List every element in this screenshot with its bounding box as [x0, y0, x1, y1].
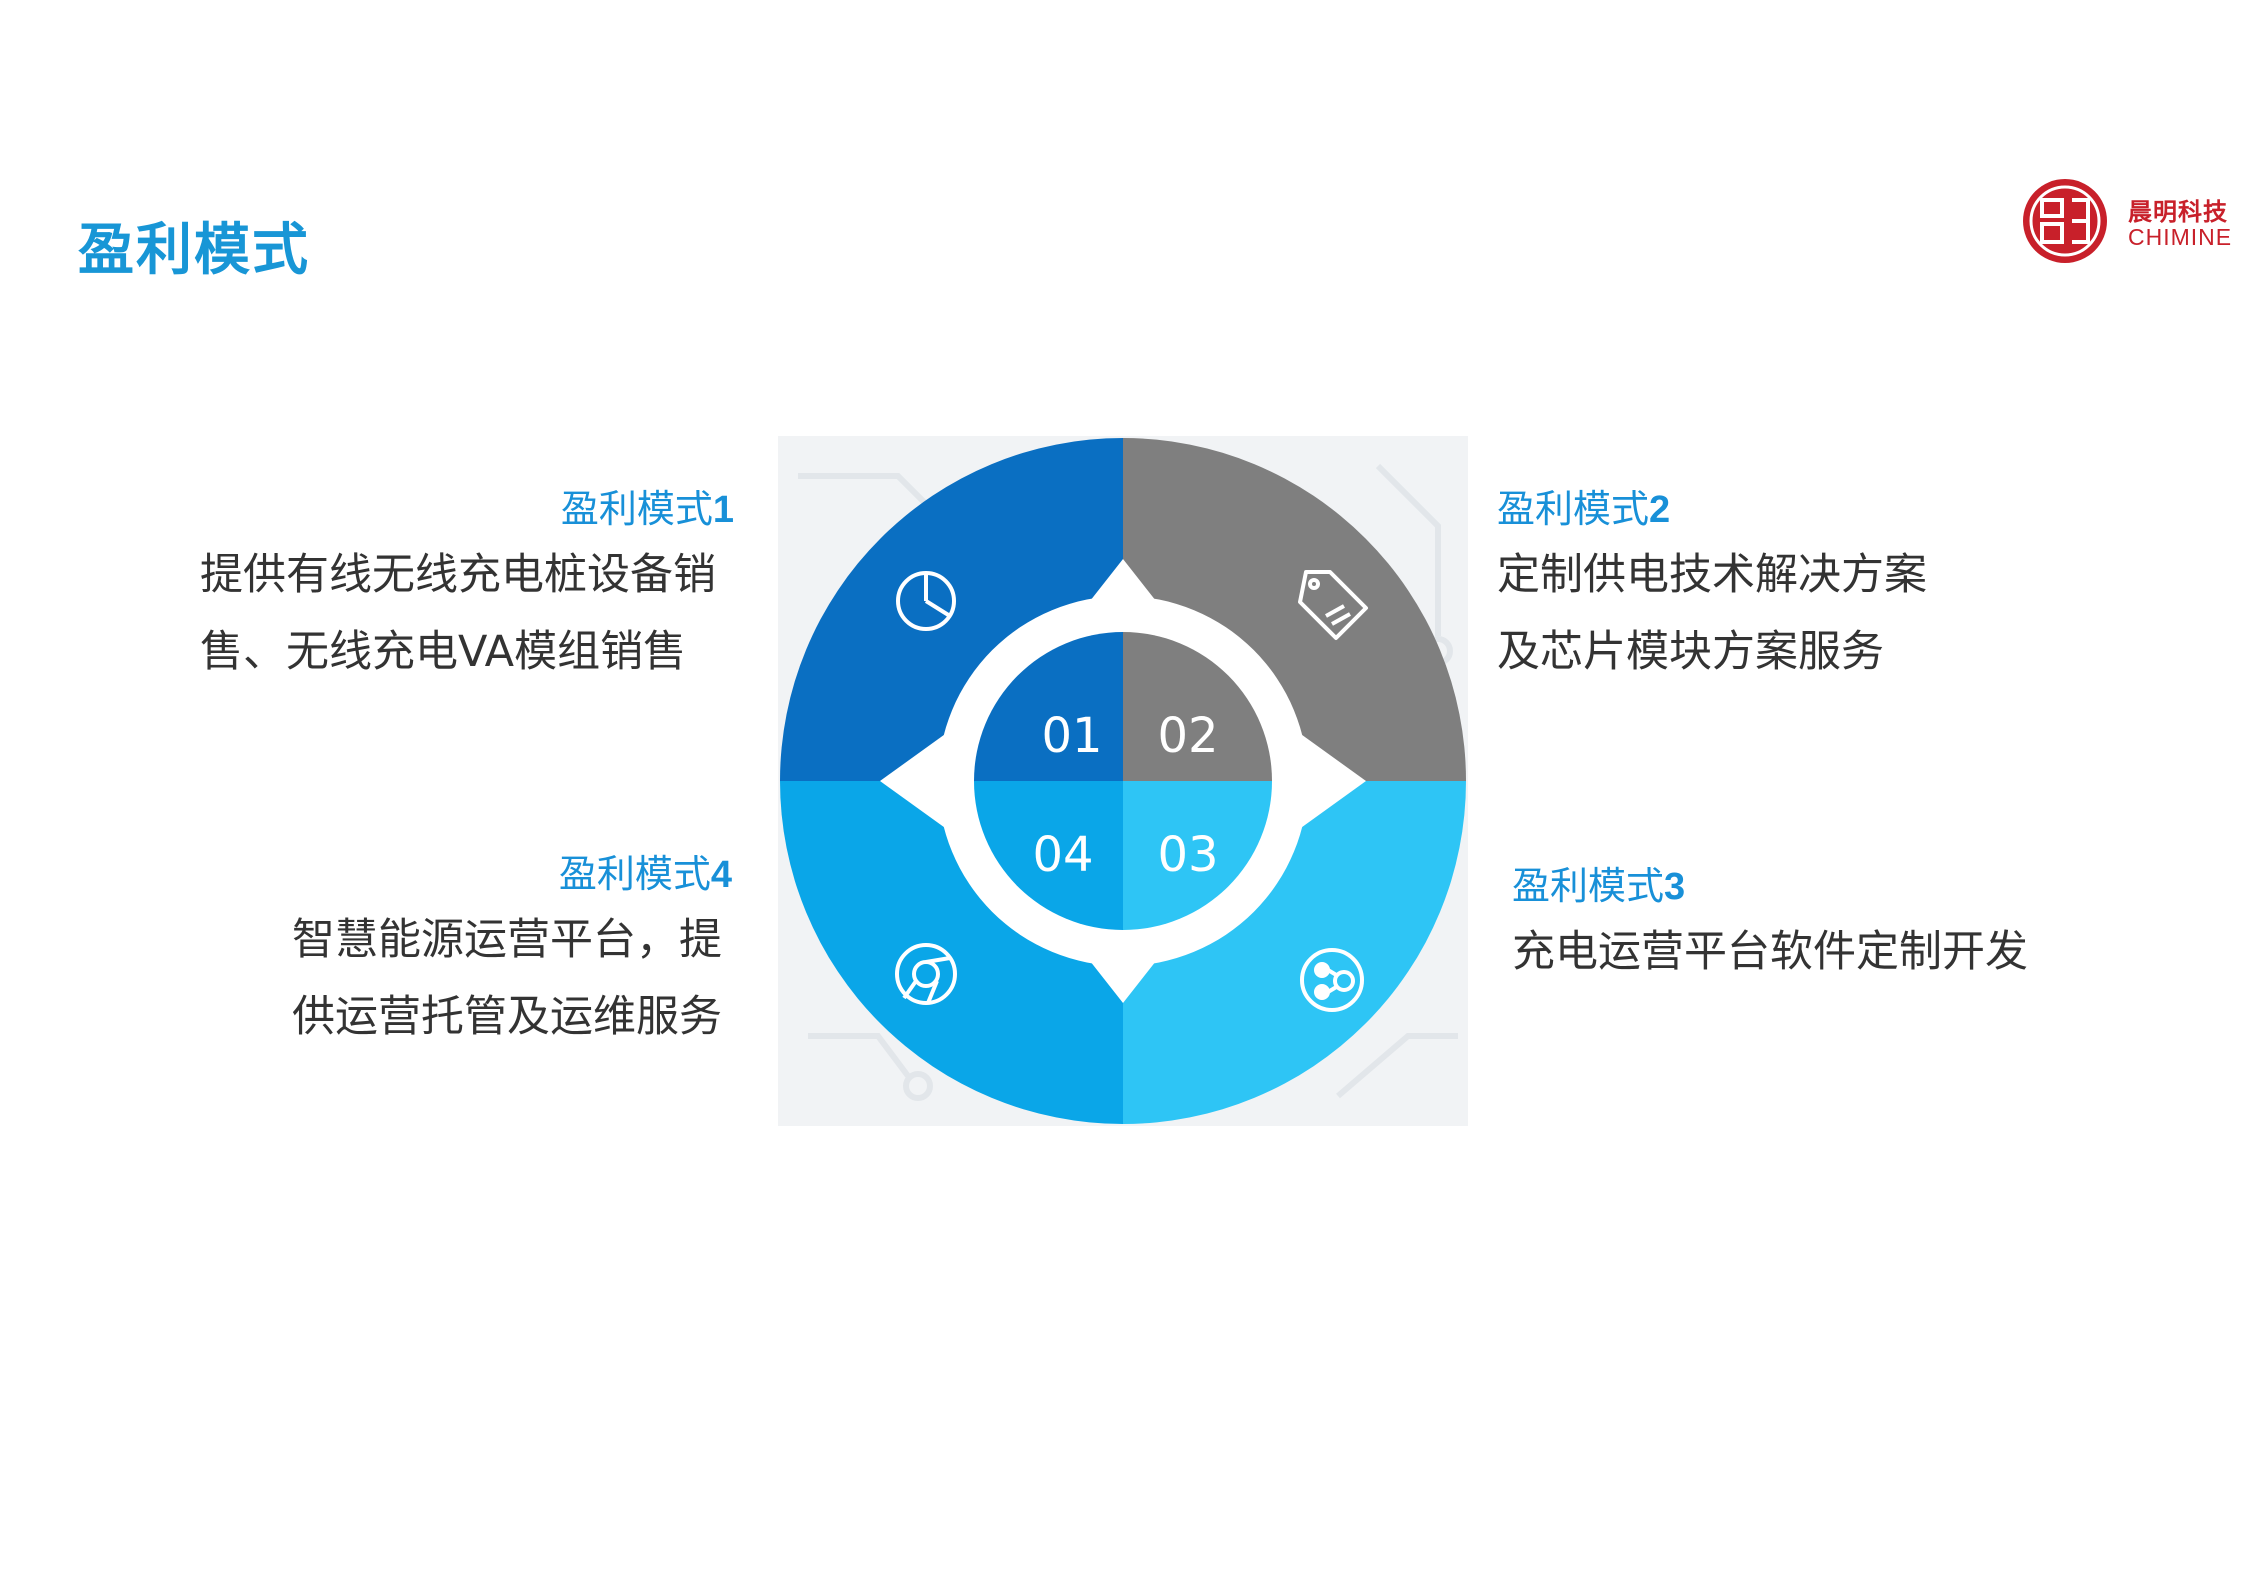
pie-chart-icon — [896, 571, 956, 631]
price-tag-icon — [1298, 570, 1368, 640]
mode-1-line-1: 提供有线无线充电桩设备销 — [200, 550, 716, 600]
mode-2-line-2: 及芯片模块方案服务 — [1497, 627, 1884, 677]
mode-block-1: 盈利模式1 提供有线无线充电桩设备销 售、无线充电VA模组销售 — [200, 478, 760, 691]
share-nodes-icon — [1300, 948, 1364, 1012]
inner-segment-01 — [974, 632, 1123, 781]
logo-seal-icon — [2023, 179, 2107, 263]
mode-2-number: 2 — [1649, 489, 1671, 531]
mode-2-description: 定制供电技术解决方案 及芯片模块方案服务 — [1497, 537, 2097, 691]
mode-block-4: 盈利模式4 智慧能源运营平台，提 供运营托管及运维服务 — [292, 843, 742, 1056]
mode-3-number: 3 — [1664, 866, 1686, 908]
logo-name-cn: 晨明科技 — [2128, 197, 2228, 226]
logo-name-en: CHIMINE — [2128, 224, 2233, 250]
mode-1-title: 盈利模式1 — [560, 487, 734, 531]
mode-1-line-2: 售、无线充电VA模组销售 — [200, 627, 687, 677]
inner-segment-02 — [1123, 632, 1272, 781]
mode-4-description: 智慧能源运营平台，提 供运营托管及运维服务 — [292, 902, 742, 1056]
mode-4-line-2: 供运营托管及运维服务 — [292, 992, 722, 1042]
mode-4-line-1: 智慧能源运营平台，提 — [292, 915, 722, 965]
mode-block-2: 盈利模式2 定制供电技术解决方案 及芯片模块方案服务 — [1497, 478, 2097, 691]
segment-number-04: 04 — [1032, 827, 1093, 883]
segment-number-03: 03 — [1157, 827, 1218, 883]
mode-4-number: 4 — [710, 854, 732, 896]
segment-number-01: 01 — [1041, 708, 1102, 764]
mode-3-line-1: 充电运营平台软件定制开发 — [1512, 927, 2028, 977]
mode-1-number: 1 — [712, 489, 734, 531]
page-title: 盈利模式 — [78, 218, 310, 283]
mode-1-description: 提供有线无线充电桩设备销 售、无线充电VA模组销售 — [200, 537, 760, 691]
mode-4-title: 盈利模式4 — [558, 852, 732, 896]
inner-segment-03 — [1123, 781, 1272, 930]
segment-number-02: 02 — [1157, 708, 1218, 764]
mode-2-line-1: 定制供电技术解决方案 — [1497, 550, 1927, 600]
company-logo: 晨明科技 CHIMINE — [2020, 176, 2233, 266]
mode-3-title: 盈利模式3 — [1512, 864, 1686, 908]
mode-3-description: 充电运营平台软件定制开发 — [1512, 914, 2152, 991]
inner-segment-04 — [974, 781, 1123, 930]
mode-block-3: 盈利模式3 充电运营平台软件定制开发 — [1512, 855, 2152, 991]
chrome-icon — [895, 943, 957, 1005]
inner-circle — [974, 632, 1272, 930]
profit-model-diagram: 01 02 03 04 — [778, 436, 1468, 1126]
mode-2-title: 盈利模式2 — [1497, 487, 1671, 531]
